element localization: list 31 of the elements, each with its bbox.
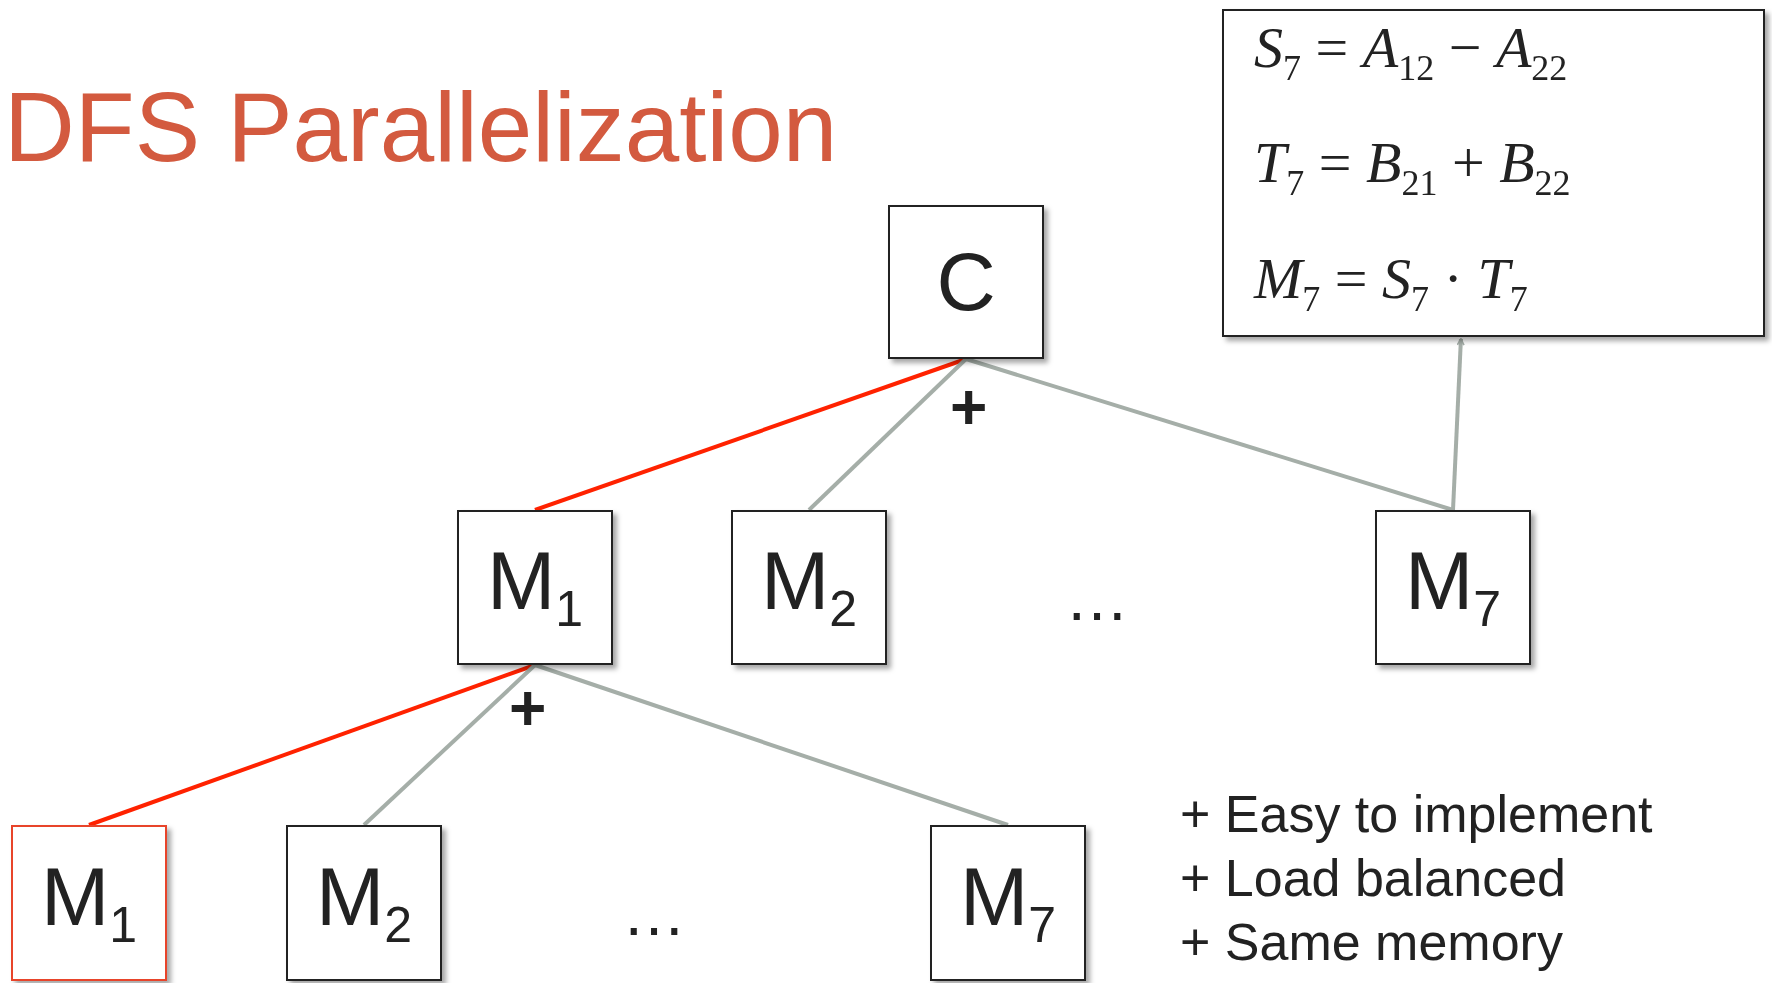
matrix-box [888,205,1044,359]
node-label: M$_{2}$ [760,540,858,635]
connector-line [534,663,1009,827]
plus-sign: + [509,673,547,744]
connector-line [965,357,1454,512]
matrix-box [930,825,1086,981]
formula: T$_{7}$ = B$_{21}$ + B$_{22}$ [1254,129,1571,205]
arrow [1451,338,1465,511]
plus-sign: + [950,372,988,443]
matrix-box [286,825,442,981]
formula: S$_{7}$ = A$_{12}$ − A$_{22}$ [1254,13,1568,90]
title: DFS Parallelization [4,78,838,176]
bullet-point: + Same memory [1180,914,1563,972]
connector-line [807,357,968,512]
ellipsis: … [1065,563,1129,634]
bullet-point: + Load balanced [1180,850,1566,908]
matrix-box [457,510,613,665]
formula-box [1222,9,1765,337]
node-label: M$_{1}$ [486,540,584,635]
node-label: M$_{1}$ [40,855,138,951]
connector-line [362,663,537,827]
node-label: C [936,241,996,323]
matrix-box [1375,510,1531,665]
node-label: M$_{2}$ [315,855,413,951]
matrix-box [731,510,887,665]
ellipsis: … [622,878,686,949]
node-label: M$_{7}$ [959,855,1057,951]
bullet-point: + Easy to implement [1180,786,1653,844]
node-label: M$_{7}$ [1404,540,1502,635]
formula: M$_{7}$ = S$_{7}$ · T$_{7}$ [1254,244,1528,321]
matrix-box [11,825,167,981]
